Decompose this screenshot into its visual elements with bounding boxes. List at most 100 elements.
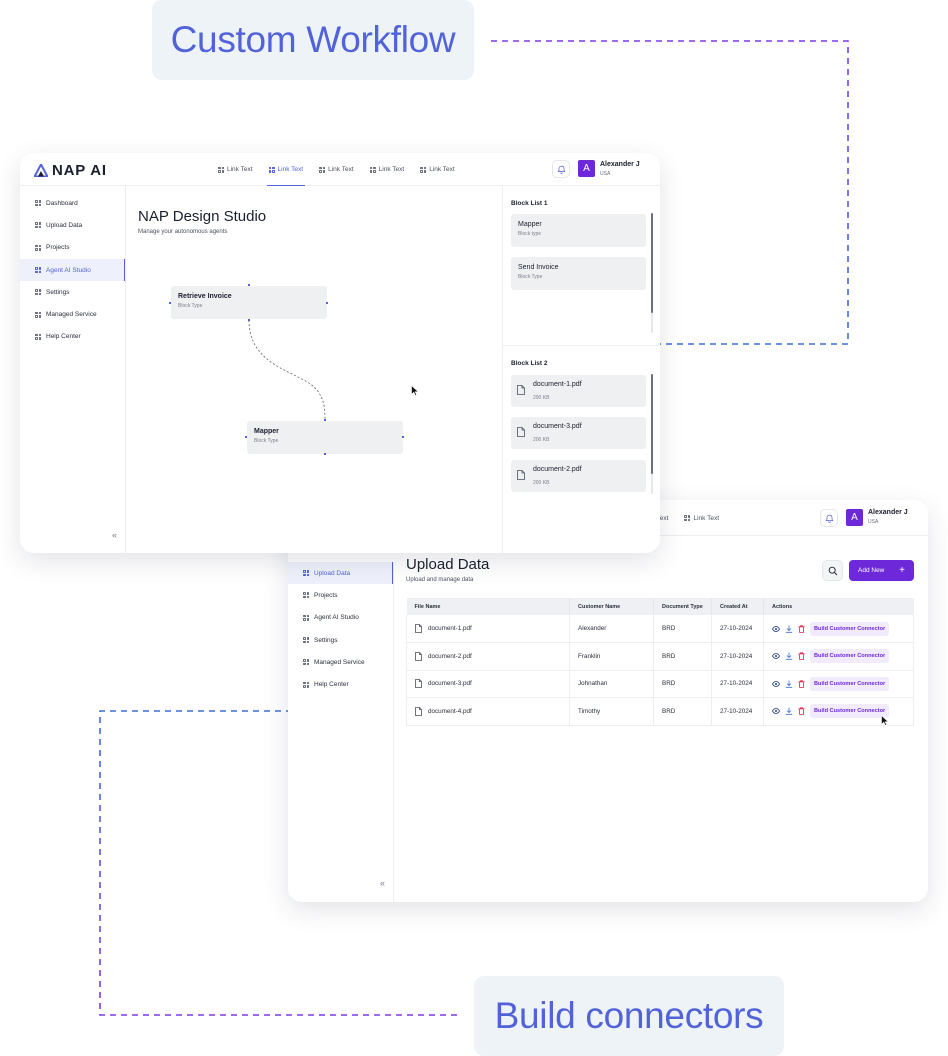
node-port[interactable] bbox=[248, 319, 250, 321]
block-card-send-invoice[interactable]: Send Invoice Block Type bbox=[511, 257, 646, 290]
search-icon bbox=[828, 566, 837, 575]
sidebar-item-upload-data[interactable]: Upload Data bbox=[288, 562, 393, 585]
customer-name: Alexander bbox=[569, 615, 654, 643]
nav-link-4[interactable]: Link Text bbox=[362, 153, 413, 186]
trash-icon[interactable] bbox=[798, 624, 805, 633]
nav-link-label: Link Text bbox=[277, 166, 304, 173]
add-new-button[interactable]: Add New + bbox=[849, 560, 914, 581]
sidebar-item-projects[interactable]: Projects bbox=[288, 584, 393, 606]
file-icon bbox=[415, 651, 422, 661]
column-header[interactable]: Actions bbox=[763, 598, 914, 615]
sidebar-item-label: Projects bbox=[46, 244, 70, 252]
header: NAP AI Link Text Link Text Link Text Lin… bbox=[20, 153, 660, 186]
grid-icon bbox=[303, 659, 309, 666]
avatar[interactable]: A bbox=[578, 160, 595, 177]
created-at: 27-10-2024 bbox=[711, 670, 764, 698]
sidebar-item-label: Dashboard bbox=[46, 199, 78, 207]
file-name[interactable]: document-2.pdf bbox=[428, 652, 472, 660]
collapse-sidebar-icon[interactable]: « bbox=[380, 878, 386, 888]
sidebar-item-settings[interactable]: Settings bbox=[288, 629, 393, 651]
nap-ai-logo[interactable]: NAP AI bbox=[34, 162, 107, 179]
file-name[interactable]: document-1.pdf bbox=[428, 625, 472, 632]
collapse-sidebar-icon[interactable]: « bbox=[112, 530, 118, 540]
file-name[interactable]: document-4.pdf bbox=[428, 707, 472, 715]
created-at: 27-10-2024 bbox=[711, 642, 764, 671]
block-list-2-title: Block List 2 bbox=[511, 360, 548, 367]
column-header[interactable]: File Name bbox=[406, 598, 570, 615]
page-subtitle: Manage your autonomous agents bbox=[138, 229, 228, 235]
block-list-1-scrollbar[interactable] bbox=[651, 213, 653, 333]
node-port[interactable] bbox=[326, 302, 328, 304]
node-port[interactable] bbox=[402, 436, 404, 438]
node-port[interactable] bbox=[324, 453, 326, 455]
grid-icon bbox=[303, 614, 309, 621]
node-port[interactable] bbox=[245, 436, 247, 438]
file-card[interactable]: document-3.pdf 200 KB bbox=[511, 417, 646, 449]
bell-icon[interactable] bbox=[820, 509, 838, 527]
file-size: 200 KB bbox=[533, 395, 550, 401]
block-type: Block Type bbox=[518, 274, 543, 280]
logo-text: NAP AI bbox=[52, 162, 107, 179]
grid-icon bbox=[35, 289, 41, 296]
block-list-panel: Block List 1 Mapper Block type Send Invo… bbox=[502, 186, 660, 553]
file-name: document-1.pdf bbox=[533, 381, 582, 388]
eye-icon[interactable] bbox=[772, 680, 780, 687]
column-header[interactable]: Customer Name bbox=[569, 598, 654, 615]
build-customer-connector-button[interactable]: Build Customer Connector bbox=[810, 704, 890, 719]
sidebar-item-managed-service[interactable]: Managed Service bbox=[288, 651, 393, 673]
trash-icon[interactable] bbox=[798, 707, 805, 716]
trash-icon[interactable] bbox=[798, 652, 805, 661]
add-new-label: Add New bbox=[858, 567, 885, 574]
file-card[interactable]: document-2.pdf 200 KB bbox=[511, 460, 646, 492]
sidebar-item-projects[interactable]: Projects bbox=[20, 237, 125, 259]
block-title: Mapper bbox=[518, 221, 542, 228]
workflow-node-retrieve-invoice[interactable]: Retrieve Invoice Block Type bbox=[171, 286, 327, 319]
page-title: Upload Data bbox=[406, 556, 490, 573]
download-icon[interactable] bbox=[785, 707, 793, 715]
data-table: File Name Customer Name Document Type Cr… bbox=[406, 598, 914, 726]
sidebar-item-agent-ai-studio[interactable]: Agent AI Studio bbox=[288, 607, 393, 629]
sidebar-item-managed-service[interactable]: Managed Service bbox=[20, 303, 125, 325]
nav-link-2[interactable]: Link Text bbox=[261, 153, 312, 186]
document-type: BRD bbox=[653, 697, 712, 726]
block-card-mapper[interactable]: Mapper Block type bbox=[511, 214, 646, 247]
customer-name: Franklin bbox=[569, 642, 654, 671]
nav-link-5[interactable]: Link Text bbox=[412, 153, 463, 186]
download-icon[interactable] bbox=[785, 652, 793, 660]
nav-link-3[interactable]: Link Text bbox=[311, 153, 362, 186]
table-row: document-4.pdf Timothy BRD 27-10-2024 Bu… bbox=[406, 697, 914, 726]
eye-icon[interactable] bbox=[772, 708, 780, 715]
block-list-2-scrollbar[interactable] bbox=[651, 374, 653, 494]
file-card[interactable]: document-1.pdf 200 KB bbox=[511, 375, 646, 407]
node-port[interactable] bbox=[248, 284, 250, 286]
grid-icon bbox=[35, 311, 41, 318]
build-customer-connector-button[interactable]: Build Customer Connector bbox=[810, 621, 890, 636]
nav-link-1[interactable]: Link Text bbox=[210, 153, 261, 186]
download-icon[interactable] bbox=[785, 680, 793, 688]
workflow-node-mapper[interactable]: Mapper Block Type bbox=[247, 421, 403, 454]
sidebar-item-settings[interactable]: Settings bbox=[20, 281, 125, 303]
node-port[interactable] bbox=[324, 419, 326, 421]
column-header[interactable]: Created At bbox=[711, 598, 764, 615]
sidebar-item-dashboard[interactable]: Dashboard bbox=[20, 192, 125, 214]
build-customer-connector-button[interactable]: Build Customer Connector bbox=[810, 676, 890, 691]
trash-icon[interactable] bbox=[798, 680, 805, 688]
eye-icon[interactable] bbox=[772, 625, 780, 632]
eye-icon[interactable] bbox=[772, 653, 780, 660]
sidebar-item-help-center[interactable]: Help Center bbox=[288, 673, 393, 695]
avatar[interactable]: A bbox=[846, 509, 863, 526]
node-port[interactable] bbox=[169, 302, 171, 304]
file-icon bbox=[415, 679, 422, 689]
file-icon bbox=[415, 706, 422, 716]
grid-icon bbox=[268, 166, 275, 173]
column-header[interactable]: Document Type bbox=[653, 598, 712, 615]
download-icon[interactable] bbox=[785, 625, 793, 633]
sidebar-item-help-center[interactable]: Help Center bbox=[20, 326, 125, 348]
nav-link-2[interactable]: Link Text bbox=[676, 500, 727, 536]
sidebar-item-agent-ai-studio[interactable]: Agent AI Studio bbox=[20, 258, 125, 282]
bell-icon[interactable] bbox=[552, 160, 570, 178]
search-button[interactable] bbox=[822, 560, 843, 581]
sidebar-item-upload-data[interactable]: Upload Data bbox=[20, 214, 125, 236]
file-name[interactable]: document-3.pdf bbox=[428, 680, 472, 688]
build-customer-connector-button[interactable]: Build Customer Connector bbox=[810, 649, 890, 664]
